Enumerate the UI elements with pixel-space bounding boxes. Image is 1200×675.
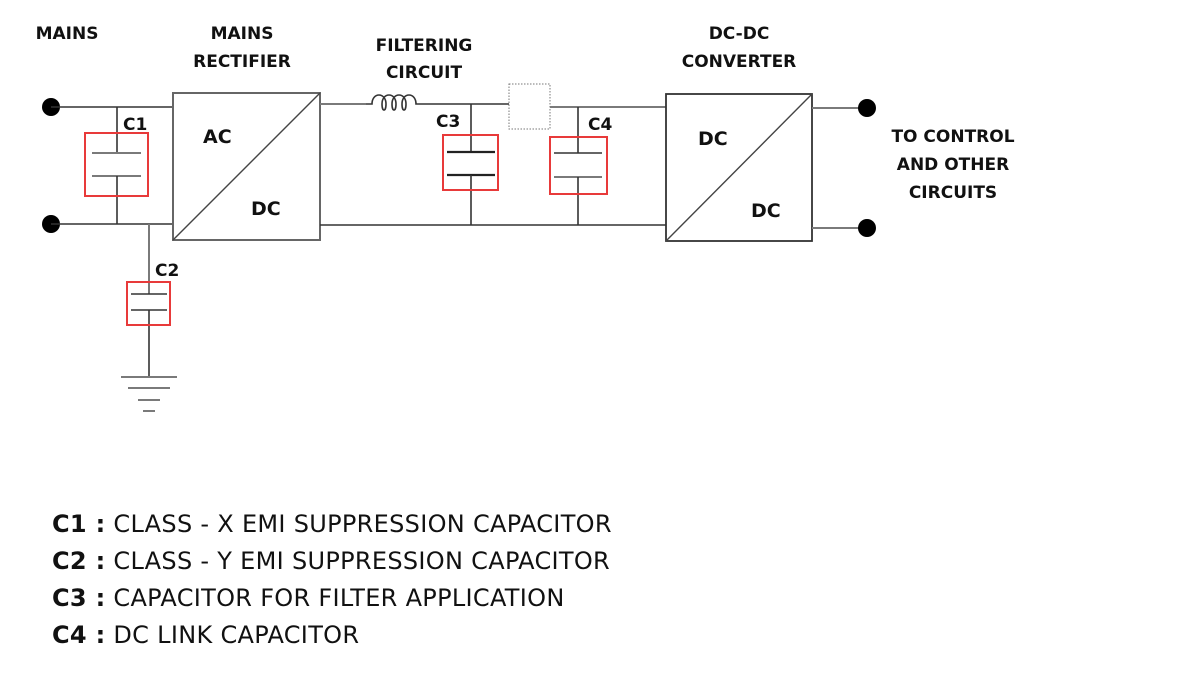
converter-input-label: DC <box>698 128 728 150</box>
c1-highlight-box <box>84 132 149 197</box>
c4-label: C4 <box>588 115 612 135</box>
mains-label: MAINS <box>36 24 99 44</box>
c4-highlight-box <box>549 136 608 195</box>
filtering-label-line1: FILTERING <box>376 36 473 56</box>
c1-label: C1 <box>123 115 147 135</box>
legend-item-c2: C2 : CLASS - Y EMI SUPPRESSION CAPACITOR <box>52 543 612 580</box>
legend-desc: DC LINK CAPACITOR <box>113 621 360 649</box>
c2-label: C2 <box>155 261 179 281</box>
rectifier-label-line2: RECTIFIER <box>193 52 291 72</box>
c2-highlight-box <box>126 281 171 326</box>
legend: C1 : CLASS - X EMI SUPPRESSION CAPACITOR… <box>52 506 612 654</box>
converter-output-label: DC <box>751 200 781 222</box>
output-label-line2: AND OTHER <box>897 155 1009 175</box>
output-label-line3: CIRCUITS <box>909 183 997 203</box>
legend-key: C3 : <box>52 584 106 612</box>
converter-label-line1: DC-DC <box>709 24 770 44</box>
legend-desc: CLASS - Y EMI SUPPRESSION CAPACITOR <box>113 547 611 575</box>
rectifier-block <box>172 92 321 241</box>
ground-icon <box>121 376 177 412</box>
legend-item-c1: C1 : CLASS - X EMI SUPPRESSION CAPACITOR <box>52 506 612 543</box>
output-label-line1: TO CONTROL <box>891 127 1014 147</box>
legend-desc: CLASS - X EMI SUPPRESSION CAPACITOR <box>113 510 612 538</box>
c3-highlight-box <box>442 134 499 191</box>
filtering-label-line2: CIRCUIT <box>386 63 462 83</box>
inductor-icon <box>366 94 434 111</box>
capacitor-c3 <box>442 104 499 225</box>
capacitor-c1 <box>84 107 149 224</box>
output-terminal-bottom <box>858 219 876 237</box>
legend-item-c4: C4 : DC LINK CAPACITOR <box>52 617 612 654</box>
legend-desc: CAPACITOR FOR FILTER APPLICATION <box>113 584 565 612</box>
capacitor-c4 <box>549 107 608 225</box>
legend-item-c3: C3 : CAPACITOR FOR FILTER APPLICATION <box>52 580 612 617</box>
capacitor-c2 <box>126 224 171 376</box>
output-terminal-top <box>858 99 876 117</box>
converter-label-line2: CONVERTER <box>682 52 797 72</box>
rectifier-ac-label: AC <box>203 126 232 148</box>
converter-block <box>665 93 813 242</box>
legend-key: C4 : <box>52 621 106 649</box>
legend-key: C1 : <box>52 510 106 538</box>
rectifier-dc-label: DC <box>251 198 281 220</box>
c3-label: C3 <box>436 112 460 132</box>
rectifier-label-line1: MAINS <box>211 24 274 44</box>
legend-key: C2 : <box>52 547 106 575</box>
placeholder-component <box>508 83 551 130</box>
